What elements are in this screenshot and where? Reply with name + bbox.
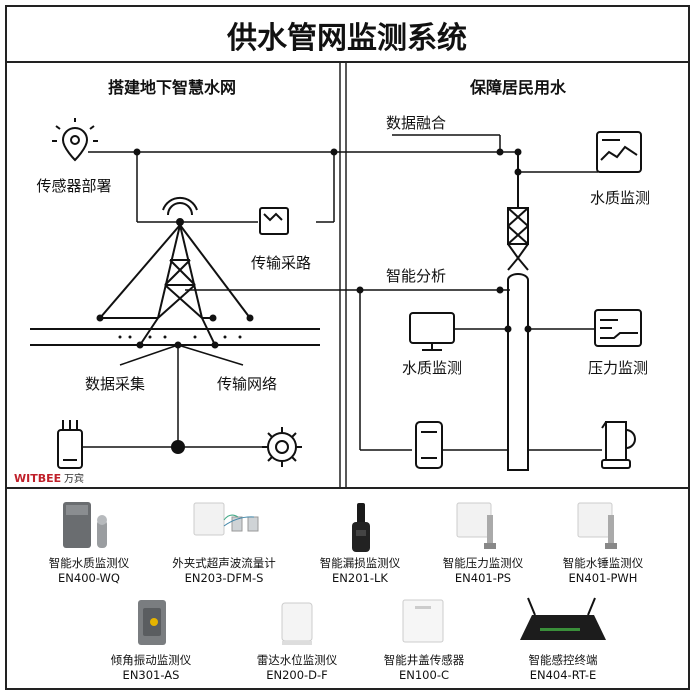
brand-cn: 万宾	[64, 472, 84, 485]
pipe-line	[30, 328, 320, 346]
sensor-icon	[52, 118, 98, 162]
product-4-model: EN401-PS	[455, 571, 511, 585]
product-4-name: 智能压力监测仪	[443, 556, 524, 570]
product-3-model: EN201-LK	[332, 571, 388, 585]
product-1-image	[63, 502, 107, 548]
router-icon	[57, 420, 83, 469]
node-monitor	[504, 325, 512, 333]
product-2-model: EN203-DFM-S	[185, 571, 264, 585]
product-6-name: 倾角振动监测仪	[111, 653, 192, 667]
product-9-name: 智能感控终端	[529, 653, 598, 667]
gear-icon	[262, 427, 302, 467]
pressure-panel-icon	[594, 309, 642, 347]
product-3-name: 智能漏损监测仪	[320, 556, 401, 570]
product-5-model: EN401-PWH	[569, 571, 638, 585]
product-6-model: EN301-AS	[123, 668, 180, 682]
phone-icon	[415, 421, 443, 469]
transmit-route-icon	[259, 207, 289, 235]
product-7-model: EN200-D-F	[266, 668, 328, 682]
product-1-model: EN400-WQ	[58, 571, 120, 585]
product-8-image	[402, 599, 444, 643]
products-area: 智能水质监测仪 EN400-WQ 外夹式超声波流量计 EN203-DFM-S 智…	[49, 502, 644, 682]
page-title: 供水管网监测系统	[226, 21, 467, 56]
brand-name: WITBEE	[14, 472, 61, 485]
label-transmit-net: 传输网络	[217, 375, 277, 393]
product-9-model: EN404-RT-E	[530, 668, 597, 682]
product-2-image	[193, 502, 259, 536]
product-5-name: 智能水锤监测仪	[563, 556, 644, 570]
product-8-model: EN100-C	[399, 668, 449, 682]
product-5-image	[577, 502, 617, 549]
label-sensor-deploy: 传感器部署	[36, 177, 111, 195]
label-data-collect: 数据采集	[85, 375, 145, 393]
product-8-name: 智能井盖传感器	[384, 653, 465, 667]
pipe-dots	[96, 148, 522, 454]
water-quality-chart-icon	[596, 131, 642, 173]
label-data-fusion: 数据融合	[386, 114, 446, 132]
right-section-heading: 保障居民用水	[469, 78, 567, 97]
product-7-name: 雷达水位监测仪	[257, 653, 338, 667]
product-6-image	[138, 600, 166, 645]
product-4-image	[456, 502, 496, 549]
vertical-pipe	[507, 152, 529, 471]
water-pitcher-icon	[601, 421, 636, 469]
label-water-quality: 水质监测	[402, 359, 462, 377]
product-3-image	[352, 503, 370, 552]
product-7-image	[281, 602, 313, 645]
monitor-icon	[409, 312, 455, 351]
product-1-name: 智能水质监测仪	[49, 556, 130, 570]
network-lines	[82, 134, 518, 451]
label-smart-analysis: 智能分析	[386, 267, 446, 285]
product-9-image	[520, 597, 606, 640]
product-2-name: 外夹式超声波流量计	[172, 556, 276, 570]
outer-frame	[5, 5, 690, 690]
label-water-quality-top: 水质监测	[590, 189, 650, 207]
label-transmit-route: 传输采路	[251, 254, 311, 272]
tower-icon	[99, 196, 251, 346]
node-pressure	[524, 325, 532, 333]
left-section-heading: 搭建地下智慧水网	[108, 78, 236, 97]
label-pressure: 压力监测	[588, 359, 648, 377]
